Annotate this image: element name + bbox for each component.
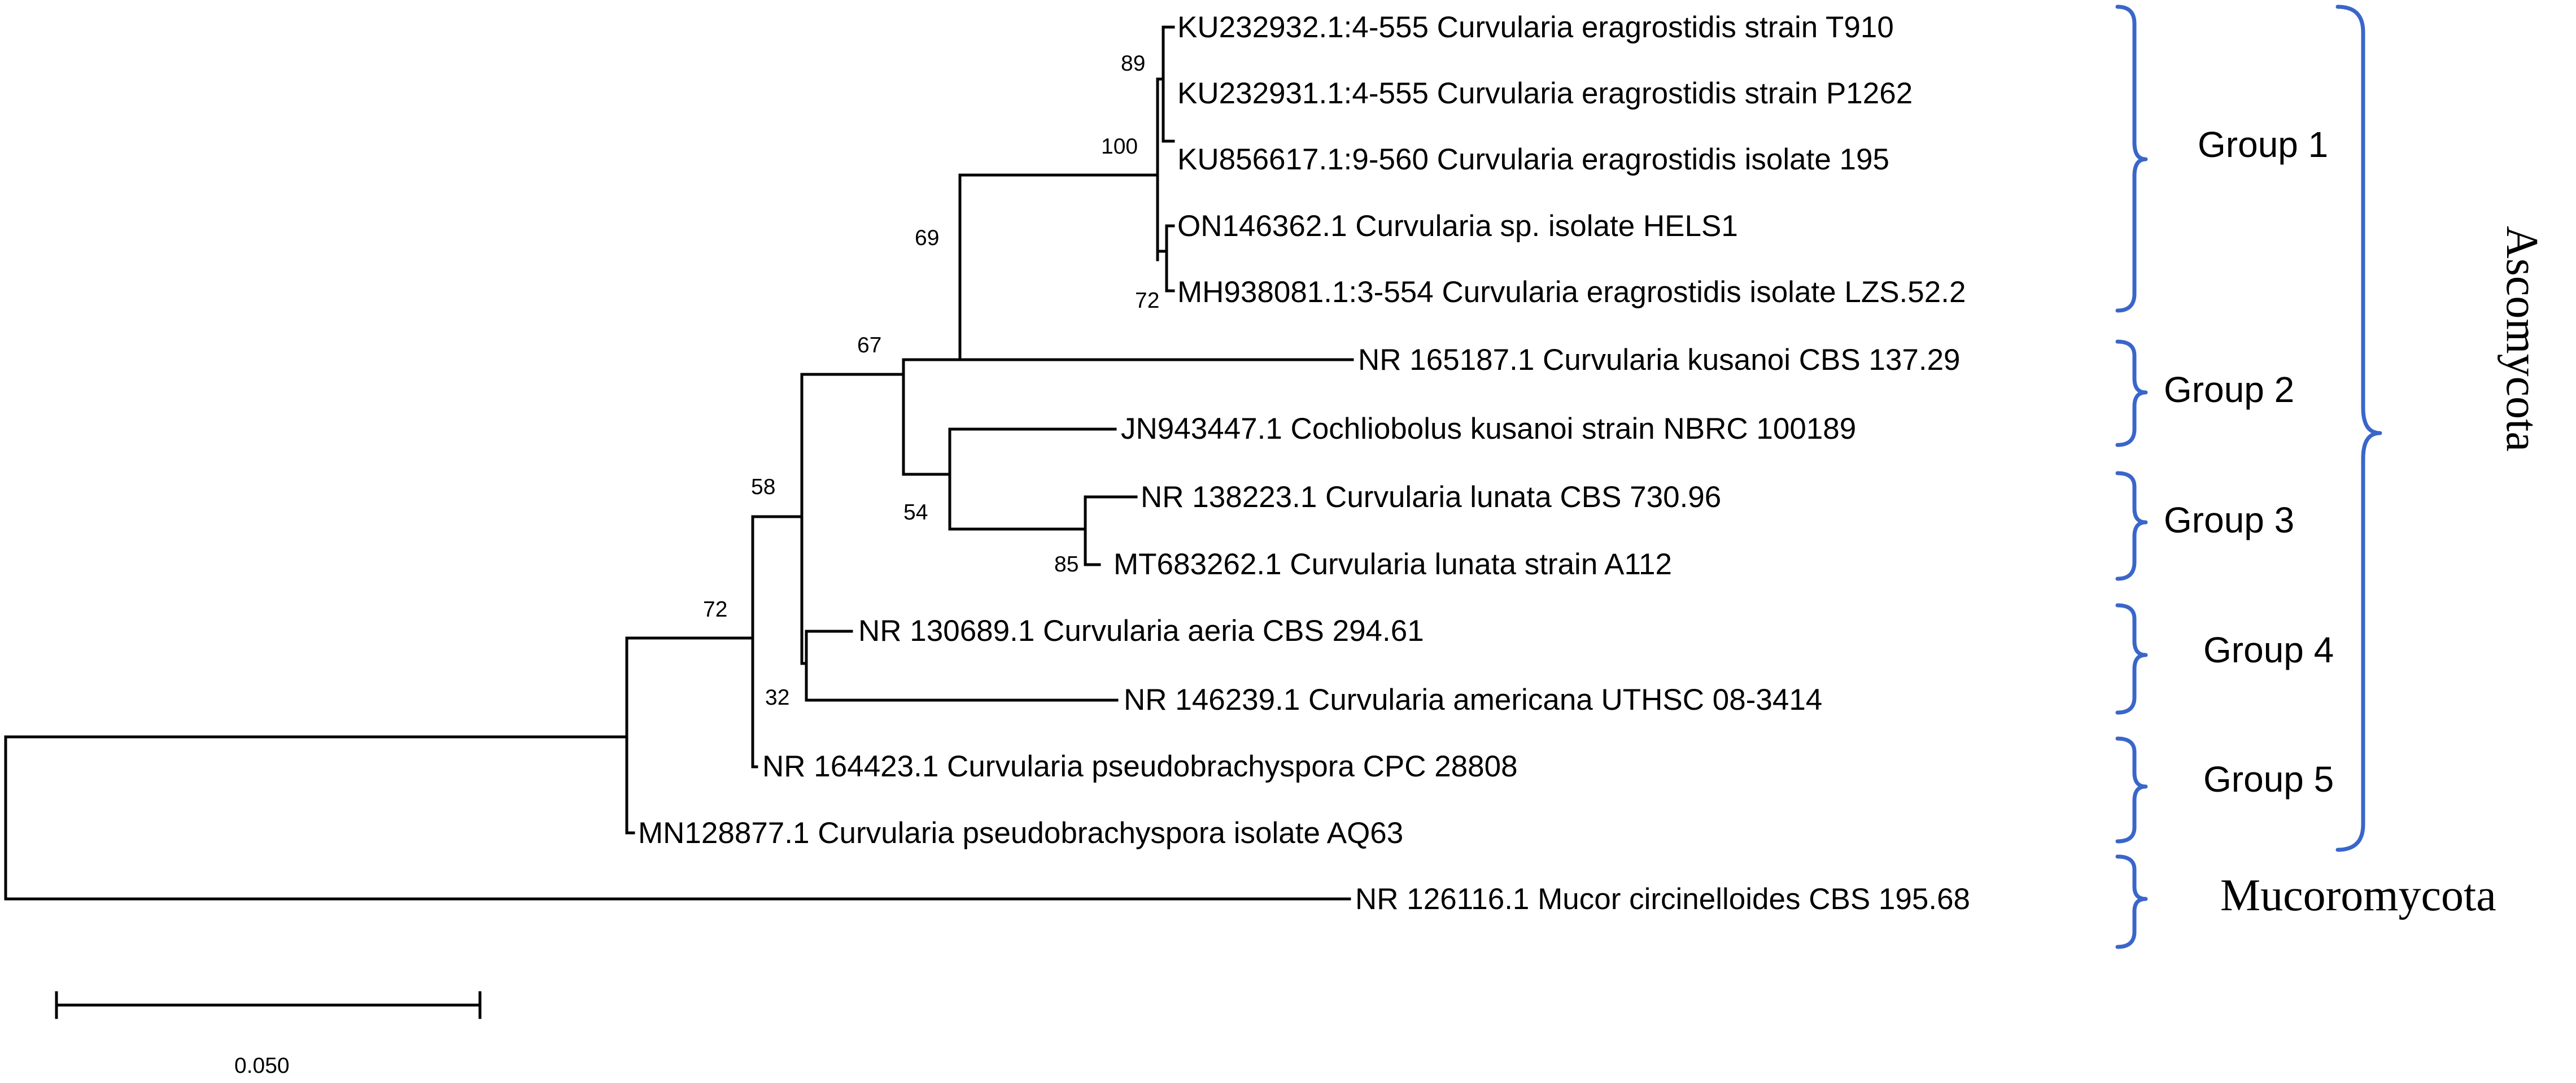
taxon-label: KU232932.1:4-555 Curvularia eragrostidis…	[1177, 11, 1894, 44]
taxon-label: MH938081.1:3-554 Curvularia eragrostidis…	[1177, 276, 1966, 309]
bracket-group-5	[2115, 736, 2148, 844]
bootstrap-value: 89	[1121, 51, 1145, 76]
branch-node-32	[800, 515, 1119, 702]
branch-root	[4, 735, 1351, 901]
bracket-group-3	[2115, 471, 2148, 581]
taxon-labels: KU232932.1:4-555 Curvularia eragrostidis…	[638, 11, 1970, 916]
group-brackets	[2115, 5, 2382, 949]
taxon-label: KU232931.1:4-555 Curvularia eragrostidis…	[1177, 77, 1913, 110]
taxon-label: NR 165187.1 Curvularia kusanoi CBS 137.2…	[1358, 343, 1961, 377]
bootstrap-value: 67	[857, 333, 881, 357]
bracket-group-1	[2115, 5, 2148, 313]
branch-ingroup	[625, 636, 754, 835]
scale-bar: 0.050	[55, 991, 482, 1078]
bootstrap-value: 85	[1054, 552, 1079, 577]
bracket-ascomycota	[2335, 5, 2382, 852]
taxon-label: NR 138223.1 Curvularia lunata CBS 730.96	[1141, 481, 1721, 514]
bracket-group-2	[2115, 339, 2148, 447]
bootstrap-value: 100	[1101, 134, 1138, 159]
branch-node-67	[800, 358, 962, 518]
taxon-label: KU856617.1:9-560 Curvularia eragrostidis…	[1177, 143, 1889, 176]
branch-group1	[1156, 25, 1175, 292]
group-label: Group 3	[2164, 500, 2294, 540]
bootstrap-value: 72	[703, 597, 727, 622]
group-labels: Group 1 Group 2 Group 3 Group 4 Group 5	[2164, 124, 2334, 800]
scale-bar-label: 0.050	[234, 1054, 290, 1078]
tree-branches	[4, 25, 1354, 901]
taxon-label: MN128877.1 Curvularia pseudobrachyspora …	[638, 816, 1403, 850]
bootstrap-value: 69	[915, 226, 939, 250]
taxon-label: ON146362.1 Curvularia sp. isolate HELS1	[1177, 209, 1738, 243]
branch-node-58	[751, 515, 804, 768]
group-label: Group 5	[2203, 759, 2334, 800]
bootstrap-value: 58	[751, 475, 775, 499]
bracket-group-4	[2115, 603, 2148, 715]
bootstrap-value: 32	[765, 685, 789, 710]
phylum-labels: Ascomycota Mucoromycota	[2220, 226, 2547, 920]
bracket-mucoromycota	[2115, 854, 2148, 949]
group-label: Group 1	[2198, 124, 2328, 165]
branch-node-54	[902, 427, 1138, 566]
branch-node-69	[958, 173, 1354, 361]
taxon-label: NR 126116.1 Mucor circinelloides CBS 195…	[1355, 883, 1970, 916]
group-label: Group 2	[2164, 369, 2294, 410]
group-label: Group 4	[2203, 630, 2334, 670]
phylum-label-ascomycota: Ascomycota	[2497, 226, 2547, 452]
bootstrap-values: 89 100 72 69 67 54 85 58 72 32	[703, 51, 1159, 710]
taxon-label: NR 164423.1 Curvularia pseudobrachyspora…	[762, 750, 1518, 783]
scale-bar-line	[55, 991, 482, 1019]
taxon-label: MT683262.1 Curvularia lunata strain A112	[1114, 548, 1672, 581]
bootstrap-value: 72	[1135, 289, 1159, 313]
taxon-label: JN943447.1 Cochliobolus kusanoi strain N…	[1121, 412, 1856, 446]
bootstrap-value: 54	[903, 500, 928, 525]
phylum-label-mucoromycota: Mucoromycota	[2220, 871, 2496, 920]
taxon-label: NR 130689.1 Curvularia aeria CBS 294.61	[858, 614, 1424, 648]
taxon-label: NR 146239.1 Curvularia americana UTHSC 0…	[1124, 683, 1822, 717]
